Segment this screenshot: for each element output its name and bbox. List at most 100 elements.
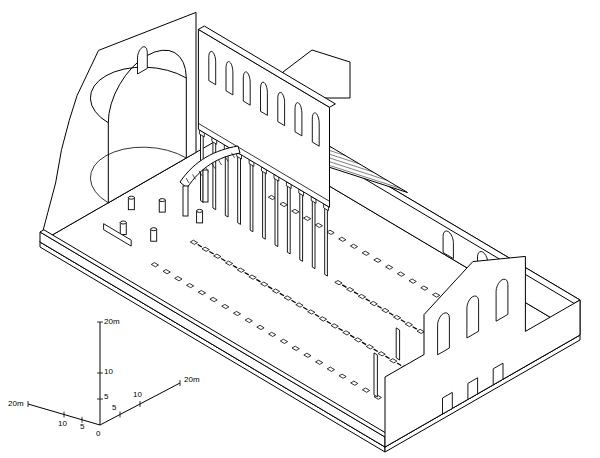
column-base	[370, 301, 377, 305]
column-base	[210, 297, 217, 301]
window	[467, 296, 479, 338]
column-base	[327, 367, 334, 371]
scale-label: 5	[104, 392, 108, 401]
column-base	[409, 279, 416, 283]
column	[325, 204, 328, 276]
stylobate-dash	[389, 313, 393, 315]
column-base	[292, 346, 299, 350]
stylobate-dash	[413, 327, 417, 329]
stair-tread	[225, 156, 228, 161]
window	[278, 92, 285, 125]
window	[438, 313, 450, 355]
stair-tread	[199, 171, 202, 176]
pedestal	[128, 196, 134, 199]
scale-tick	[120, 412, 121, 418]
stylobate-dash	[377, 306, 381, 308]
stylobate-dash	[385, 356, 389, 358]
window	[226, 62, 233, 95]
back-wall	[40, 12, 196, 242]
column-base	[190, 240, 197, 244]
stylobate-dash	[209, 252, 213, 254]
column-base	[343, 331, 350, 335]
column	[263, 168, 266, 240]
column-base	[304, 353, 311, 357]
stair-tread	[212, 164, 215, 169]
column-base	[175, 277, 182, 281]
scale-axis	[100, 322, 101, 425]
column-base	[280, 339, 287, 343]
stair-tread	[193, 174, 196, 179]
scale-label: 20m	[184, 375, 200, 384]
scale-tick	[97, 399, 103, 400]
column	[312, 197, 315, 269]
column-base	[222, 304, 229, 308]
stylobate-dash	[280, 293, 284, 295]
apse-curve	[90, 147, 186, 203]
column-base	[374, 258, 381, 262]
column-base	[261, 282, 268, 286]
stair-tread	[186, 178, 189, 183]
stylobate-dash	[268, 286, 272, 288]
column	[203, 170, 208, 202]
stylobate-dash	[338, 328, 342, 330]
side-wall	[40, 232, 385, 447]
column-base	[335, 281, 342, 285]
scale-tick	[28, 401, 29, 407]
column-base	[187, 284, 194, 288]
column-base	[233, 311, 240, 315]
column-base	[296, 303, 303, 307]
scale-tick	[97, 322, 103, 323]
column-base	[214, 254, 221, 258]
stylobate-dash	[327, 321, 331, 323]
stylobate-dash	[401, 320, 405, 322]
column-base	[237, 268, 244, 272]
column-base	[386, 265, 393, 269]
column-base	[390, 359, 397, 363]
architrave	[198, 123, 329, 201]
window	[243, 72, 250, 105]
column-base	[421, 286, 428, 290]
door-notch	[468, 378, 478, 400]
column-base	[249, 275, 256, 279]
column	[250, 160, 253, 232]
window	[496, 279, 508, 321]
column	[275, 175, 278, 247]
column-base	[319, 317, 326, 321]
scale-tick	[82, 417, 83, 423]
column-base	[327, 230, 334, 234]
stylobate-dash	[221, 258, 225, 260]
stylobate-dash	[374, 349, 378, 351]
stylobate-dash	[366, 299, 370, 301]
column-base	[226, 261, 233, 265]
column-base	[272, 289, 279, 293]
stylobate-dash	[350, 335, 354, 337]
column-base	[284, 296, 291, 300]
column-base	[405, 322, 412, 326]
window	[312, 113, 319, 146]
column-base	[350, 244, 357, 248]
scale-label: 5	[112, 403, 116, 412]
column-base	[331, 324, 338, 328]
stylobate-dash	[342, 285, 346, 287]
column-base	[417, 329, 424, 333]
scale-label: 5	[80, 422, 84, 431]
column	[300, 190, 303, 262]
column-base	[198, 291, 205, 295]
column-base	[358, 294, 365, 298]
column-base	[151, 263, 158, 267]
scale-label: 10	[104, 367, 113, 376]
window	[295, 103, 302, 136]
window	[209, 51, 216, 84]
apse-curve	[90, 67, 186, 123]
stylobate-dash	[198, 245, 202, 247]
column-base	[316, 360, 323, 364]
column-base	[433, 293, 440, 297]
column-base	[257, 325, 264, 329]
window	[443, 231, 453, 259]
column	[374, 353, 377, 397]
scale-tick	[180, 380, 181, 386]
column-base	[292, 209, 299, 213]
scale-label: 10	[133, 390, 142, 399]
pedestal	[159, 199, 165, 202]
